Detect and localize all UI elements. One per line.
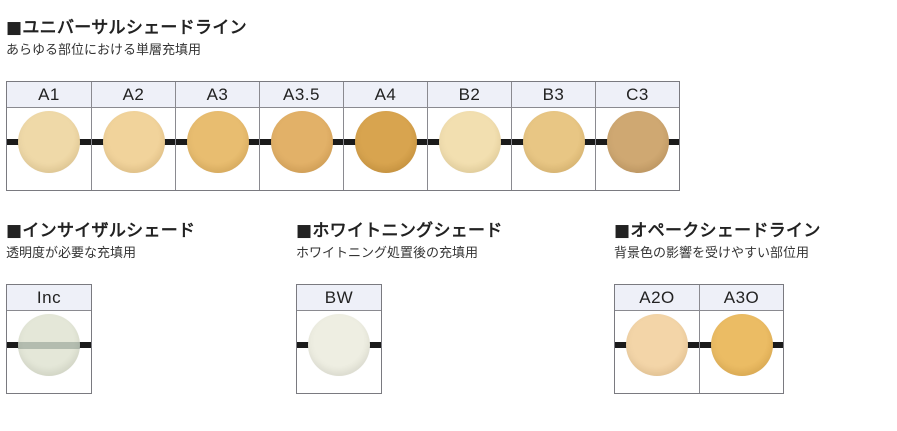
- shade-swatch: [439, 111, 501, 173]
- opaque-title: ■オペークシェードライン: [614, 221, 821, 241]
- shade-cell: A3: [175, 82, 259, 190]
- shade-label: BW: [297, 285, 381, 311]
- shade-cell: BW: [297, 285, 381, 393]
- whitening-subtitle: ホワイトニング処置後の充填用: [296, 246, 479, 261]
- whitening-shade-table: BW: [296, 284, 382, 394]
- whitening-section-header: ■ホワイトニングシェード ホワイトニング処置後の充填用: [296, 221, 503, 262]
- incisal-title: ■インサイザルシェード: [6, 221, 196, 241]
- shade-label: B3: [512, 82, 595, 108]
- shade-swatch: [18, 111, 80, 173]
- opaque-subtitle: 背景色の影響を受けやすい部位用: [614, 246, 810, 261]
- shade-label: A3O: [700, 285, 783, 311]
- shade-swatch: [103, 111, 165, 173]
- shade-label: A3: [176, 82, 259, 108]
- shade-cell: A4: [343, 82, 427, 190]
- incisal-section-header: ■インサイザルシェード 透明度が必要な充填用: [6, 221, 195, 262]
- shade-label: A2O: [615, 285, 699, 311]
- incisal-subtitle: 透明度が必要な充填用: [6, 246, 137, 261]
- shade-label: A4: [344, 82, 427, 108]
- shade-swatch: [626, 314, 688, 376]
- shade-cell: A1: [7, 82, 91, 190]
- shade-cell: C3: [595, 82, 679, 190]
- shade-label: A1: [7, 82, 91, 108]
- shade-swatch: [271, 111, 333, 173]
- shade-cell: A2: [91, 82, 175, 190]
- shade-cell: A3O: [699, 285, 783, 393]
- shade-cell: Inc: [7, 285, 91, 393]
- translucent-band: [18, 342, 80, 349]
- shade-label: C3: [596, 82, 679, 108]
- shade-cell: A3.5: [259, 82, 343, 190]
- shade-swatch: [355, 111, 417, 173]
- shade-cell: B2: [427, 82, 511, 190]
- universal-title: ■ユニバーサルシェードライン: [6, 18, 247, 38]
- shade-cell: A2O: [615, 285, 699, 393]
- shade-cell: B3: [511, 82, 595, 190]
- shade-swatch: [711, 314, 773, 376]
- shade-label: Inc: [7, 285, 91, 311]
- shade-swatch: [607, 111, 669, 173]
- shade-label: A2: [92, 82, 175, 108]
- incisal-shade-table: Inc: [6, 284, 92, 394]
- universal-subtitle: あらゆる部位における単層充填用: [6, 43, 202, 58]
- whitening-title: ■ホワイトニングシェード: [296, 221, 503, 241]
- shade-label: A3.5: [260, 82, 343, 108]
- shade-label: B2: [428, 82, 511, 108]
- opaque-section-header: ■オペークシェードライン 背景色の影響を受けやすい部位用: [614, 221, 821, 262]
- universal-section-header: ■ユニバーサルシェードライン あらゆる部位における単層充填用: [6, 18, 247, 59]
- shade-swatch: [187, 111, 249, 173]
- shade-swatch: [308, 314, 370, 376]
- shade-swatch: [523, 111, 585, 173]
- shade-swatch: [18, 314, 80, 376]
